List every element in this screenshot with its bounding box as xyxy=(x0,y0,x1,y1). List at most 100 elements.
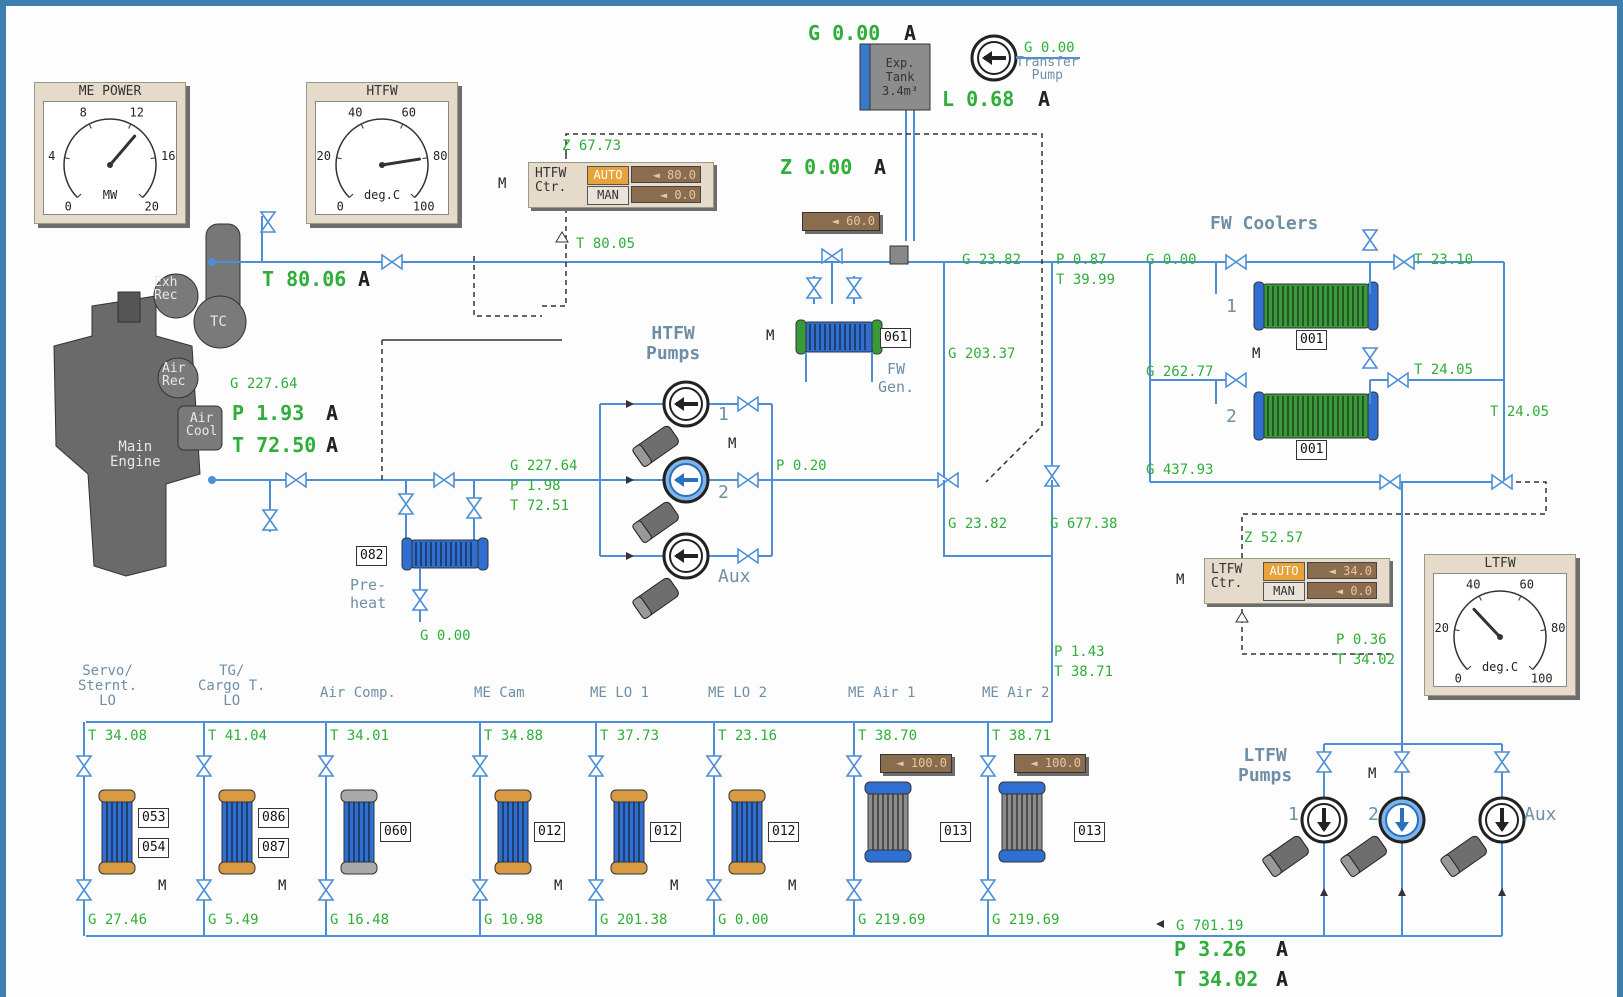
engine-part xyxy=(117,291,141,323)
cooler-outlet-valve-icon[interactable] xyxy=(1387,371,1409,389)
bypass-valve-icon[interactable] xyxy=(1379,473,1401,491)
exchanger-head xyxy=(998,781,1046,795)
valve-icon[interactable] xyxy=(805,277,823,299)
motor-end xyxy=(632,520,652,543)
preheat-valve-icon[interactable] xyxy=(433,471,455,489)
consumer-valve-icon[interactable] xyxy=(471,755,489,777)
valve-icon[interactable] xyxy=(411,589,429,611)
auto-button[interactable]: AUTO xyxy=(587,166,629,185)
pump-suction-valve-icon[interactable] xyxy=(1393,751,1411,773)
pump-discharge-temp-alarm: A xyxy=(1276,967,1289,991)
consumer-valve-icon[interactable] xyxy=(75,879,93,901)
ltfw-ctr-pressure: P 0.36 xyxy=(1336,632,1387,648)
preheat-label: Pre- heat xyxy=(350,576,387,612)
three-way-valve-icon[interactable] xyxy=(937,471,959,489)
pump-suction-valve-icon[interactable] xyxy=(1315,751,1333,773)
consumer-valve-icon[interactable] xyxy=(979,879,997,901)
setpoint-value[interactable]: ◄ 34.0 xyxy=(1307,562,1377,579)
engine-outlet-valve-icon[interactable] xyxy=(381,253,403,271)
pump-suction-valve-icon[interactable] xyxy=(1493,751,1511,773)
cooler-inlet-valve-icon[interactable] xyxy=(1225,371,1247,389)
consumer-valve-icon[interactable] xyxy=(705,755,723,777)
pump-arrow xyxy=(1495,822,1509,832)
consumer-valve-icon[interactable] xyxy=(845,879,863,901)
pump-discharge-valve-icon[interactable] xyxy=(737,395,759,413)
engine-inlet-flow: G 227.64 xyxy=(230,376,298,392)
gauge-tick xyxy=(349,193,354,198)
drain-valve-icon[interactable] xyxy=(261,509,279,531)
manual-output-value[interactable]: ◄ 0.0 xyxy=(631,186,701,203)
preheat-pressure: P 1.98 xyxy=(510,478,561,494)
consumer-valve-icon[interactable] xyxy=(471,879,489,901)
vent-valve-icon[interactable] xyxy=(1361,229,1379,251)
gauge-tick-label: 16 xyxy=(161,149,175,163)
valve-icon[interactable] xyxy=(1043,465,1061,487)
motor-end xyxy=(632,596,652,619)
consumer-supply-pressure: P 1.43 xyxy=(1054,644,1105,660)
auto-button[interactable]: AUTO xyxy=(1263,562,1305,581)
exchanger-head xyxy=(401,537,413,571)
manual-output-value[interactable]: ◄ 0.0 xyxy=(1307,582,1377,599)
cooler-outlet-valve-icon[interactable] xyxy=(1393,253,1415,271)
pump-arrow xyxy=(674,473,684,487)
consumer-flow: G 0.00 xyxy=(718,912,769,928)
three-way-valve-icon[interactable] xyxy=(1491,473,1513,491)
gauge-tick xyxy=(77,193,82,198)
fw-gen-valve-icon[interactable] xyxy=(821,247,843,265)
valve-icon[interactable] xyxy=(465,497,483,519)
setpoint-value[interactable]: ◄ 80.0 xyxy=(631,166,701,183)
gauge-tick-label: 40 xyxy=(1466,577,1480,591)
gauge-arc xyxy=(63,118,157,199)
pump-arrow xyxy=(1395,822,1409,832)
fw-gen-valve-value[interactable]: ◄ 60.0 xyxy=(802,212,880,231)
manual-button[interactable]: MAN xyxy=(1263,582,1305,601)
consumer-id: 012 xyxy=(534,822,566,842)
exchanger-head xyxy=(98,789,136,803)
vent-valve-icon[interactable] xyxy=(259,211,277,233)
exp-tank-level-alarm: A xyxy=(1038,87,1051,111)
ltfw-pump-aux-label: Aux xyxy=(1524,804,1557,825)
engine-inlet-pressure-alarm: A xyxy=(326,401,339,425)
consumer-valve-icon[interactable] xyxy=(75,755,93,777)
gauge-tick xyxy=(1454,629,1460,632)
manual-button[interactable]: MAN xyxy=(587,186,629,205)
consumer-valve-icon[interactable] xyxy=(587,879,605,901)
consumer-label: ME LO 1 xyxy=(590,685,650,701)
consumer-valve-icon[interactable] xyxy=(587,755,605,777)
consumer-valve-icon[interactable] xyxy=(317,755,335,777)
engine-inlet-valve-icon[interactable] xyxy=(285,471,307,489)
gauge-tick xyxy=(64,157,70,160)
consumer-temp: T 23.16 xyxy=(718,728,778,744)
valve-icon[interactable] xyxy=(845,277,863,299)
consumer-valve-icon[interactable] xyxy=(705,879,723,901)
gauge-tick-label: 80 xyxy=(433,149,447,163)
fw-gen-flow: G 203.37 xyxy=(948,346,1016,362)
vent-valve-icon[interactable] xyxy=(1361,347,1379,369)
consumer-id: 012 xyxy=(650,822,682,842)
consumer-label: Servo/ Sternt. LO xyxy=(78,663,138,709)
gauge-tick-label: 8 xyxy=(80,105,87,119)
cooler-mixed-temp: T 24.05 xyxy=(1490,404,1550,420)
gauge-tick xyxy=(1540,629,1546,632)
air-cooler-valve-value[interactable]: ◄ 100.0 xyxy=(1014,754,1086,773)
preheat-inlet-flow: G 0.00 xyxy=(420,628,471,644)
consumer-valve-icon[interactable] xyxy=(845,755,863,777)
gauge-tick-label: 20 xyxy=(1434,621,1448,635)
exchanger-head xyxy=(795,319,807,355)
consumer-valve-icon[interactable] xyxy=(317,879,335,901)
consumer-valve-icon[interactable] xyxy=(195,879,213,901)
consumer-valve-icon[interactable] xyxy=(979,755,997,777)
cooler-inlet-valve-icon[interactable] xyxy=(1225,253,1247,271)
gauge-tick-label: 60 xyxy=(402,105,416,119)
pipe-end xyxy=(208,476,216,484)
valve-icon[interactable] xyxy=(397,493,415,515)
htfw-pumps-discharge-pressure: P 0.20 xyxy=(776,458,827,474)
pump-discharge-valve-icon[interactable] xyxy=(737,547,759,565)
air-cooler-valve-value[interactable]: ◄ 100.0 xyxy=(880,754,952,773)
gauge-tick xyxy=(400,123,404,129)
consumer-valve-icon[interactable] xyxy=(195,755,213,777)
pump-discharge-valve-icon[interactable] xyxy=(737,471,759,489)
